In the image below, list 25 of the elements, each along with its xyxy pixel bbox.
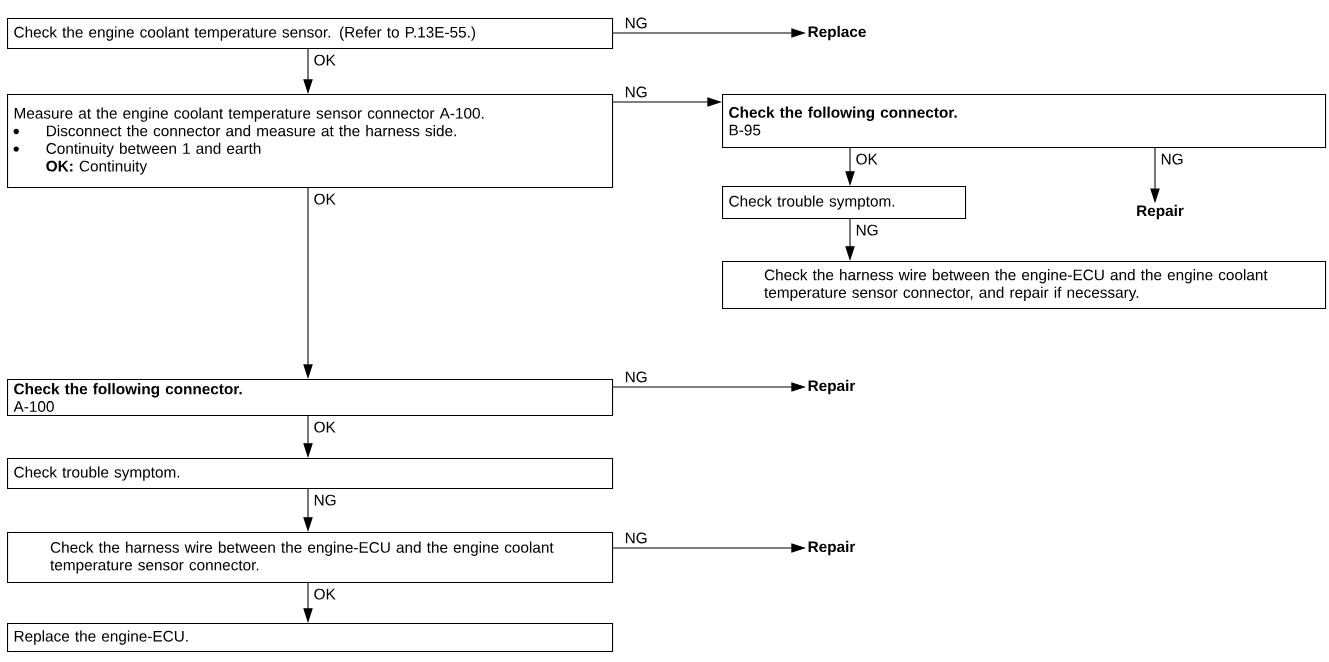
edge-label: OK xyxy=(312,420,338,434)
edge-label: NG xyxy=(312,493,338,507)
result-text: Repair xyxy=(1137,204,1184,220)
edge-label: NG xyxy=(623,85,649,99)
edge-label: OK xyxy=(312,192,338,206)
edge-label: NG xyxy=(623,531,649,545)
edge-label: OK xyxy=(312,587,338,601)
edge-label: NG xyxy=(1159,152,1185,166)
result-text: Replace xyxy=(808,25,866,41)
edge-label: OK xyxy=(312,53,338,67)
process-box: Measure at the engine coolant temperature sensor connector A-100. Disconnect the connector and measure at the harness side. Continuity between 1 and earth OK: Continuity xyxy=(7,94,614,189)
process-box: Replace the engine-ECU. xyxy=(7,623,614,653)
edge-label: NG xyxy=(854,223,880,237)
process-box: Check the following connector. B-95 xyxy=(722,94,1327,149)
process-box: Check trouble symptom. xyxy=(7,458,614,490)
process-box: Check the engine coolant temperature sensor. (Refer to P.13E-55.) xyxy=(7,18,614,50)
result-text: Repair xyxy=(808,540,856,556)
process-box: Check the harness wire between the engine-ECU and the engine coolant temperature sensor connector, and repair if necessary. xyxy=(722,261,1327,310)
edge-label: NG xyxy=(623,16,649,30)
process-box: Check the harness wire between the engine-ECU and the engine coolant temperature sensor connector. xyxy=(7,532,614,584)
process-box: Check the following connector. A-100 xyxy=(7,379,614,417)
edge-label: OK xyxy=(854,152,880,166)
edge-label: NG xyxy=(623,370,649,384)
result-text: Repair xyxy=(808,379,856,395)
process-box: Check trouble symptom. xyxy=(722,186,967,220)
